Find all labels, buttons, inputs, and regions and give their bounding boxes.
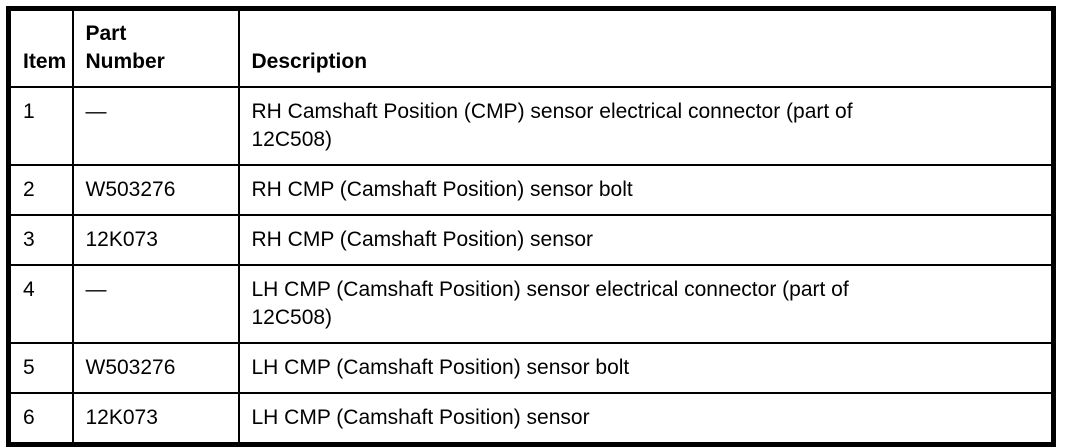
cell-description: LH CMP (Camshaft Position) sensor <box>237 392 1055 446</box>
column-header-part-number-label: Part Number <box>85 22 165 73</box>
table-row: 2 W503276 RH CMP (Camshaft Position) sen… <box>7 164 1055 216</box>
cell-description-text: RH CMP (Camshaft Position) sensor <box>251 228 594 251</box>
table-row: 6 12K073 LH CMP (Camshaft Position) sens… <box>7 392 1055 446</box>
column-header-item-label: Item <box>23 50 67 73</box>
table-row: 5 W503276 LH CMP (Camshaft Position) sen… <box>7 342 1055 394</box>
cell-description: RH CMP (Camshaft Position) sensor <box>237 214 1055 266</box>
cell-item: 5 <box>7 342 74 394</box>
table-row: 1 — RH Camshaft Position (CMP) sensor el… <box>7 86 1055 166</box>
column-header-description-label: Description <box>251 50 368 73</box>
cell-description: RH CMP (Camshaft Position) sensor bolt <box>237 164 1055 216</box>
cell-item: 2 <box>7 164 74 216</box>
cell-description: LH CMP (Camshaft Position) sensor bolt <box>237 342 1055 394</box>
cell-description: RH Camshaft Position (CMP) sensor electr… <box>237 86 1055 166</box>
column-header-description: Description <box>237 7 1055 88</box>
cell-part-number: 12K073 <box>71 392 240 446</box>
cell-description-text: RH Camshaft Position (CMP) sensor electr… <box>251 100 853 151</box>
header-row: Item Part Number Description <box>7 7 1055 88</box>
cell-part-number: W503276 <box>71 342 240 394</box>
cell-description-text: LH CMP (Camshaft Position) sensor <box>251 406 590 429</box>
table-row: 3 12K073 RH CMP (Camshaft Position) sens… <box>7 214 1055 266</box>
cell-description: LH CMP (Camshaft Position) sensor electr… <box>237 264 1055 344</box>
cell-item: 4 <box>7 264 74 344</box>
cell-description-text: LH CMP (Camshaft Position) sensor bolt <box>251 356 630 379</box>
column-header-item: Item <box>7 7 74 88</box>
cell-part-number: W503276 <box>71 164 240 216</box>
cell-part-number: — <box>71 264 240 344</box>
cell-item: 1 <box>7 86 74 166</box>
column-header-part-number: Part Number <box>71 7 240 88</box>
cell-part-number: 12K073 <box>71 214 240 266</box>
cell-description-text: RH CMP (Camshaft Position) sensor bolt <box>251 178 633 201</box>
parts-table: Item Part Number Description 1 — RH Cams… <box>6 6 1056 447</box>
cell-description-text: LH CMP (Camshaft Position) sensor electr… <box>251 278 849 329</box>
cell-part-number: — <box>71 86 240 166</box>
cell-item: 3 <box>7 214 74 266</box>
cell-item: 6 <box>7 392 74 446</box>
table-row: 4 — LH CMP (Camshaft Position) sensor el… <box>7 264 1055 344</box>
